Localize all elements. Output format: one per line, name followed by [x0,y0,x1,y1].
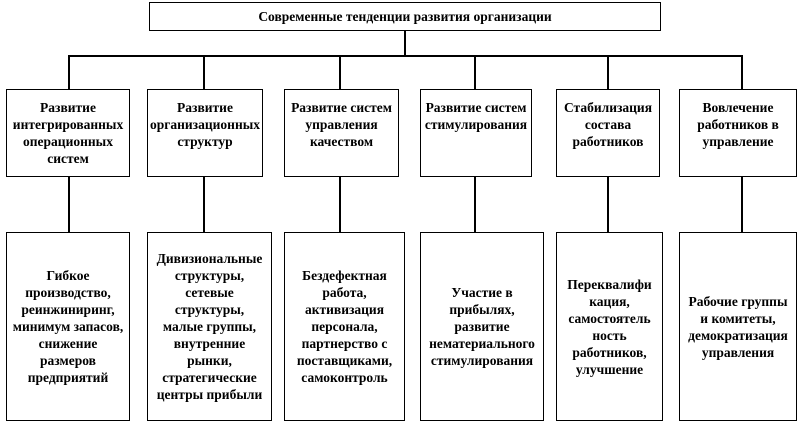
connector-detail-4 [474,177,476,232]
category-header-3: Развитие систем управления качеством [284,89,399,177]
category-details-3: Бездефектная работа, активизация персона… [284,232,405,421]
category-details-text: Переквалифи кация, самостоятель ность ра… [567,276,652,377]
category-header-5: Стабилизация состава работников [556,89,660,177]
category-details-1: Гибкое производство, реинжиниринг, миним… [6,232,130,421]
category-details-5: Переквалифи кация, самостоятель ность ра… [556,232,663,421]
connector-branch-5 [607,55,609,89]
diagram-title: Современные тенденции развития организац… [258,8,552,24]
category-details-2: Дивизиональные структуры, сетевые структ… [147,232,272,421]
connector-branch-2 [203,55,205,89]
category-header-4: Развитие систем стимулирования [420,89,532,177]
connector-detail-1 [68,177,70,232]
category-details-6: Рабочие группы и комитеты, демократизаци… [679,232,797,421]
category-details-text: Дивизиональные структуры, сетевые структ… [156,251,263,402]
category-header-1: Развитие интегрированных операционных си… [6,89,130,177]
category-header-text: Развитие систем стимулирования [424,100,528,132]
connector-branch-6 [741,55,743,89]
category-header-text: Развитие организационных структур [149,100,261,149]
connector-detail-6 [741,177,743,232]
category-header-text: Стабилизация состава работников [563,100,653,149]
category-header-6: Вовлечение работников в управление [679,89,797,177]
connector-detail-3 [339,177,341,232]
root-box: Современные тенденции развития организац… [149,2,661,31]
category-details-text: Бездефектная работа, активизация персона… [296,268,393,385]
category-header-2: Развитие организационных структур [147,89,263,177]
category-details-4: Участие в прибылях, развитие нематериаль… [420,232,544,421]
category-details-text: Гибкое производство, реинжиниринг, миним… [12,268,124,385]
connector-branch-1 [68,55,70,89]
connector-detail-5 [607,177,609,232]
connector-branch-4 [474,55,476,89]
connector-branch-3 [339,55,341,89]
connector-bus [68,55,742,57]
category-header-text: Развитие систем управления качеством [291,100,392,149]
category-header-text: Развитие интегрированных операционных си… [12,100,124,166]
connector-detail-2 [203,177,205,232]
category-header-text: Вовлечение работников в управление [697,100,779,149]
connector-root-stem [404,31,406,56]
category-details-text: Рабочие группы и комитеты, демократизаци… [688,293,788,360]
category-details-text: Участие в прибылях, развитие нематериаль… [429,285,535,368]
